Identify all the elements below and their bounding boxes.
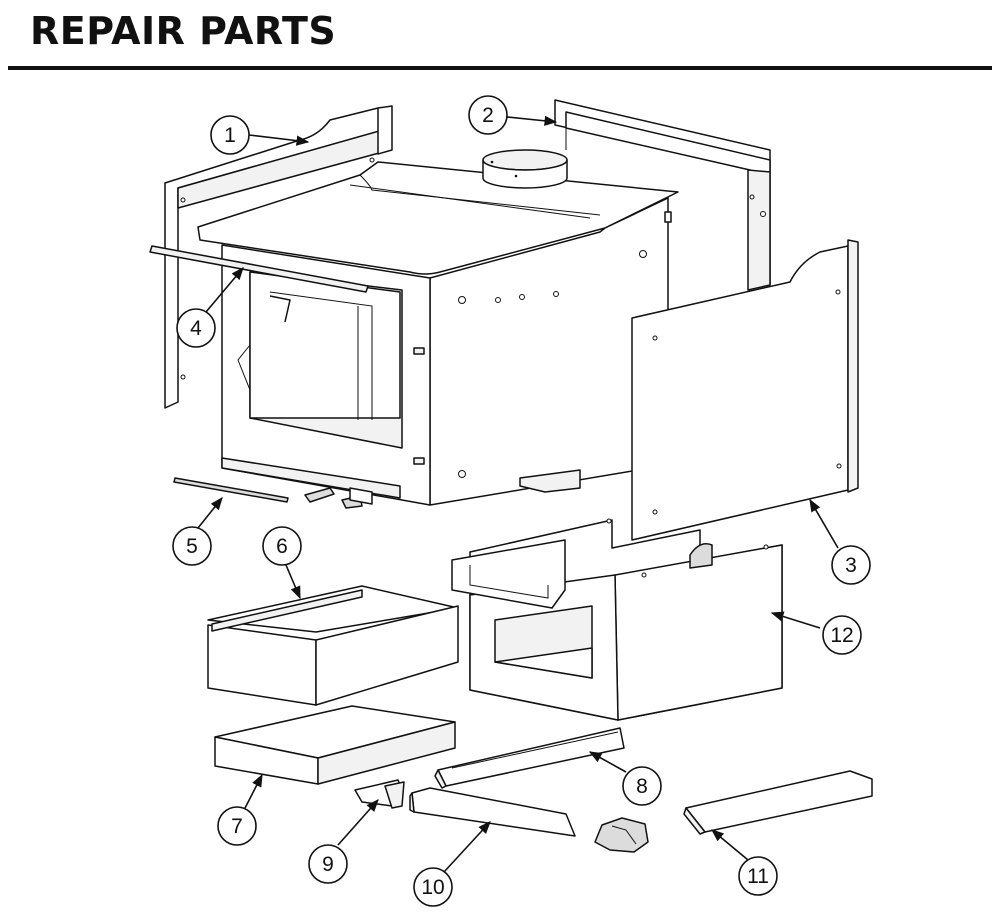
callout-9: 9: [308, 844, 348, 884]
title-rule: [8, 66, 992, 70]
callout-2-number: 2: [482, 104, 494, 127]
part-12-pedestal: [451, 518, 783, 721]
callout-4: 4: [176, 308, 216, 348]
part-7-bottom-plate: [214, 705, 456, 785]
part-9-bracket: [354, 779, 405, 809]
callout-10-number: 10: [421, 876, 444, 899]
part-6-ash-drawer: [207, 585, 459, 706]
callout-4-number: 4: [190, 317, 202, 340]
part-3-right-side-shield: [631, 239, 859, 541]
part-11-trim: [683, 770, 873, 835]
callout-12: 12: [822, 615, 862, 655]
callout-6: 6: [262, 526, 302, 566]
callout-3: 3: [831, 545, 871, 585]
callout-7-number: 7: [231, 815, 243, 838]
part-8-trim: [434, 727, 625, 789]
callout-2: 2: [468, 95, 508, 135]
knob-part: [594, 817, 649, 853]
callout-8-number: 8: [636, 775, 648, 798]
callout-5: 5: [172, 526, 212, 566]
page-title: REPAIR PARTS: [30, 9, 337, 53]
callout-7: 7: [217, 806, 257, 846]
callout-1: 1: [210, 115, 250, 155]
callout-3-number: 3: [845, 554, 857, 577]
callout-9-number: 9: [322, 853, 334, 876]
callout-12-number: 12: [830, 624, 853, 647]
callout-10: 10: [413, 867, 453, 907]
callout-8: 8: [622, 766, 662, 806]
firebox-body: [197, 149, 679, 509]
callout-5-number: 5: [186, 535, 198, 558]
callout-6-number: 6: [276, 535, 288, 558]
callout-leaders: [197, 115, 839, 873]
part-10-trim: [409, 787, 576, 837]
callout-11-number: 11: [747, 865, 769, 888]
part-4-trim-rod: [149, 245, 369, 293]
part-5-rod: [173, 477, 289, 503]
callout-1-number: 1: [224, 124, 236, 147]
callout-11: 11: [738, 856, 778, 896]
